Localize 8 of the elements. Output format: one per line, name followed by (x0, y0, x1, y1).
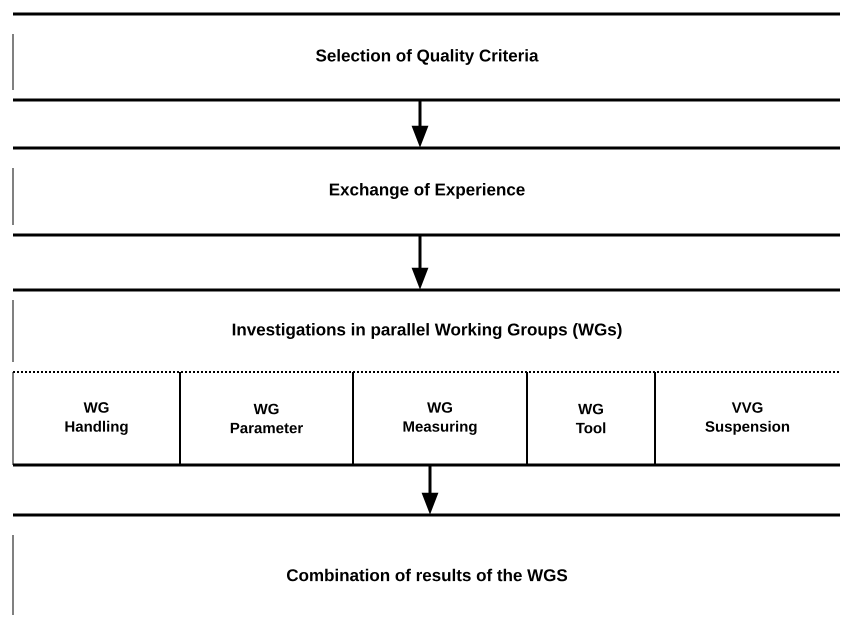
group-cell: WG Tool (526, 372, 606, 465)
process-band: Exchange of Experience (12, 146, 840, 236)
group-cell: WG Parameter (179, 372, 303, 465)
group-cell: WG Handling (12, 372, 128, 466)
process-band: Selection of Quality Criteria (12, 12, 840, 102)
group-cell: WG Measuring (352, 372, 476, 465)
group-cell: VVG Suspension (654, 372, 790, 465)
process-band: Combination of results of the WGS (12, 514, 840, 616)
